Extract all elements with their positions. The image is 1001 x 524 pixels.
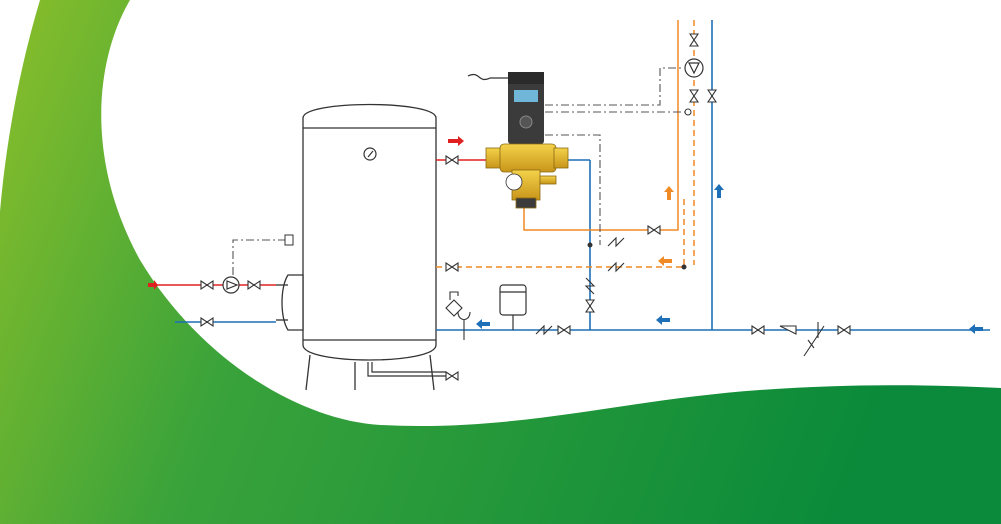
check-valve-icon [535,324,553,336]
expansion-vessel-icon [499,284,527,330]
circulation-pump-icon [222,276,240,294]
electronic-controller-icon [508,72,544,144]
gate-valve-icon [647,224,661,236]
check-valves [535,236,797,336]
gate-valve-icon [837,324,851,336]
gate-valve-icon [584,299,596,313]
check-valve-icon [779,325,797,335]
flow-arrows-recirculation [658,186,674,266]
temperature-sensor-icon [284,108,692,270]
storage-tank-icon [276,103,437,391]
gate-valve-icon [247,279,261,291]
gate-valve-icon [557,324,571,336]
check-valve-icon [607,236,625,248]
check-valve-icon [607,261,625,273]
check-valve-icon [584,277,596,295]
gate-valve-icon [751,324,765,336]
flow-arrow-icon [448,136,464,146]
cable-icon [467,74,510,80]
pressure-gauge-icon [363,147,377,161]
gate-valve-icon [688,89,700,103]
drain-pipe [367,362,446,377]
circulation-pump-icon [684,58,704,78]
gate-valve-icon [445,154,459,166]
gate-valve-icon [688,33,700,47]
safety-valve-icon [445,291,471,340]
flow-arrows-cold [476,184,983,334]
flow-arrow-icon [148,280,158,290]
control-signal-lines [232,67,688,275]
gate-valve-icon [445,261,459,273]
strainer-icon [803,322,825,357]
gate-valve-icon [445,370,459,382]
gate-valve-icon [200,316,214,328]
thermostatic-mixing-valve-icon [485,143,569,209]
gate-valve-icon [706,89,718,103]
gate-valve-icon [200,279,214,291]
gate-valves [200,33,851,382]
